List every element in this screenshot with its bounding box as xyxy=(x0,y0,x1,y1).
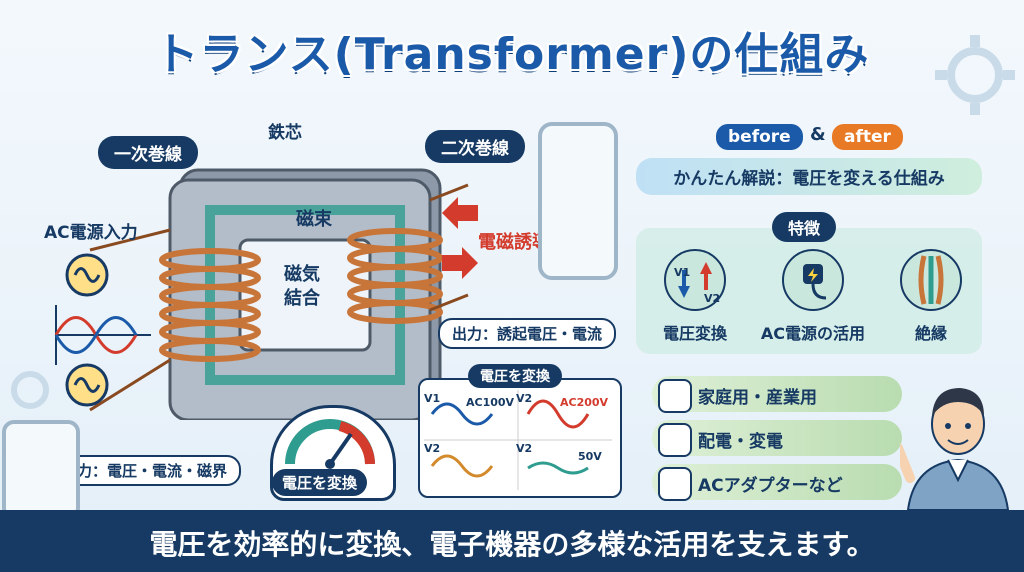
use-label-adapter: ACアダプターなど xyxy=(698,476,843,496)
feature-label-ac: AC電源の活用 xyxy=(760,324,866,343)
use-item-adapter: ACアダプターなど xyxy=(652,464,902,501)
flux-label: 磁束 xyxy=(296,209,332,230)
coupling-label-1: 磁気 xyxy=(284,264,320,285)
feature-label-insulation: 絶縁 xyxy=(914,324,947,343)
wave-v2-top-label: V2 xyxy=(516,392,533,405)
primary-coil xyxy=(159,248,261,362)
house-icon xyxy=(658,379,692,413)
gear-decor-icon xyxy=(935,35,1015,115)
gauge-label: 電圧を変換 xyxy=(272,469,368,496)
use-label-grid: 配電・変電 xyxy=(698,432,783,452)
use-item-home: 家庭用・産業用 xyxy=(652,376,902,413)
footer-banner xyxy=(0,510,1024,572)
smartphone-icon xyxy=(538,122,618,280)
wave-graph-icon xyxy=(424,390,612,490)
use-item-grid: 配電・変電 xyxy=(652,420,902,457)
flux-arrow xyxy=(205,205,405,385)
ac-source-icon xyxy=(65,253,109,407)
core-label: 鉄芯 xyxy=(268,123,302,143)
after-badge: after xyxy=(832,124,903,150)
amp-label: & xyxy=(810,124,826,145)
gauge-needle-icon xyxy=(285,419,375,469)
coupling-label-2: 結合 xyxy=(284,288,320,309)
transformer-diagram xyxy=(89,168,469,420)
ac-input-label: AC電源入力 xyxy=(44,223,138,243)
output-label: 出力：誘起電圧・電流 xyxy=(438,318,617,349)
plug-icon xyxy=(658,467,692,501)
feature-label-voltage: 電圧変換 xyxy=(662,324,727,343)
wave-ac100-label: AC100V xyxy=(466,396,515,409)
induction-label: 電磁誘導 xyxy=(478,232,550,253)
insulation-icon xyxy=(900,249,962,311)
tablet-icon xyxy=(2,420,80,520)
features-title: 特徴 xyxy=(772,212,837,242)
primary-coil-label: 一次巻線 xyxy=(98,136,198,169)
feature-icon-v2-label: V2 xyxy=(704,292,721,305)
feature-icon-v1-label: V1 xyxy=(674,266,691,279)
gear-decor-icon xyxy=(11,371,49,409)
wave-panel-title: 電圧を変換 xyxy=(468,364,562,388)
wave-ac200-label: AC200V xyxy=(560,396,609,409)
switchboard-icon xyxy=(658,423,692,457)
wave-v2-bottom-left-label: V2 xyxy=(424,442,441,455)
wave-v1-label: V1 xyxy=(424,392,441,405)
page-title: トランス(Transformer)の仕組み xyxy=(154,29,870,80)
wave-v2-bottom-right-label: V2 xyxy=(516,442,533,455)
use-label-home: 家庭用・産業用 xyxy=(698,388,817,408)
wave-50v-label: 50V xyxy=(578,450,602,463)
before-after-subtitle: かんたん解説：電圧を変える仕組み xyxy=(636,158,982,195)
before-badge: before xyxy=(716,124,803,150)
engineer-character xyxy=(900,388,1010,510)
sine-wave-icon xyxy=(54,305,151,365)
ac-plug-icon xyxy=(782,249,844,311)
secondary-coil-label: 二次巻線 xyxy=(425,130,525,163)
footer-banner-text: 電圧を効率的に変換、電子機器の多様な活用を支えます。 xyxy=(149,528,875,561)
induction-arrows-icon xyxy=(442,197,478,279)
secondary-coil xyxy=(347,228,443,324)
voltage-conversion-icon xyxy=(664,249,726,311)
